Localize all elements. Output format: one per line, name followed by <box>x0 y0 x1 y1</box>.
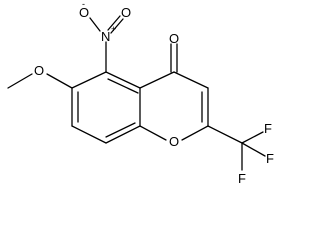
bond-c8a-c8-1 <box>105 125 141 144</box>
atom-f-bottom: F <box>238 171 246 186</box>
bond-c5-c4a-1 <box>105 71 141 89</box>
bond-c5-c4a-2 <box>107 78 139 94</box>
bond-n-o-minus <box>89 17 101 32</box>
structure-svg: O - O N + O O O F F F <box>7 0 274 186</box>
bond-c6-o-methoxy <box>46 73 73 89</box>
atom-nitro-o-minus: O <box>79 5 89 20</box>
bond-o1-c8a <box>139 125 167 141</box>
bond-c4-c3 <box>173 71 209 89</box>
atom-carbonyl-o: O <box>169 31 179 46</box>
atom-f-top: F <box>264 121 272 136</box>
atom-nitro-n: N <box>101 29 110 44</box>
bond-c6-c5 <box>71 71 107 89</box>
bond-c-f-right <box>241 142 266 157</box>
atom-nitro-o-double: O <box>121 5 131 20</box>
bond-c2-o1 <box>181 125 209 141</box>
charge-nitro-o-minus: - <box>82 0 85 9</box>
bond-c4a-c4 <box>139 71 175 89</box>
bond-c8a-c8-2 <box>105 122 136 138</box>
charge-nitro-n: + <box>111 24 116 34</box>
atom-methoxy-o: O <box>34 63 44 78</box>
bond-c2-cf3 <box>207 125 243 144</box>
atom-labels: O - O N + O O O F F F <box>34 0 274 186</box>
bond-n-o-double-2 <box>110 18 124 34</box>
bond-o-methyl <box>7 73 33 89</box>
bonds <box>7 15 266 171</box>
bond-n-o-double-1 <box>107 15 121 31</box>
bond-c8-c7 <box>71 125 107 144</box>
atom-f-right: F <box>266 151 274 166</box>
atom-ring-o: O <box>169 134 179 149</box>
bond-c-f-top <box>241 131 264 144</box>
molecule-diagram: O - O N + O O O F F F <box>7 0 274 186</box>
